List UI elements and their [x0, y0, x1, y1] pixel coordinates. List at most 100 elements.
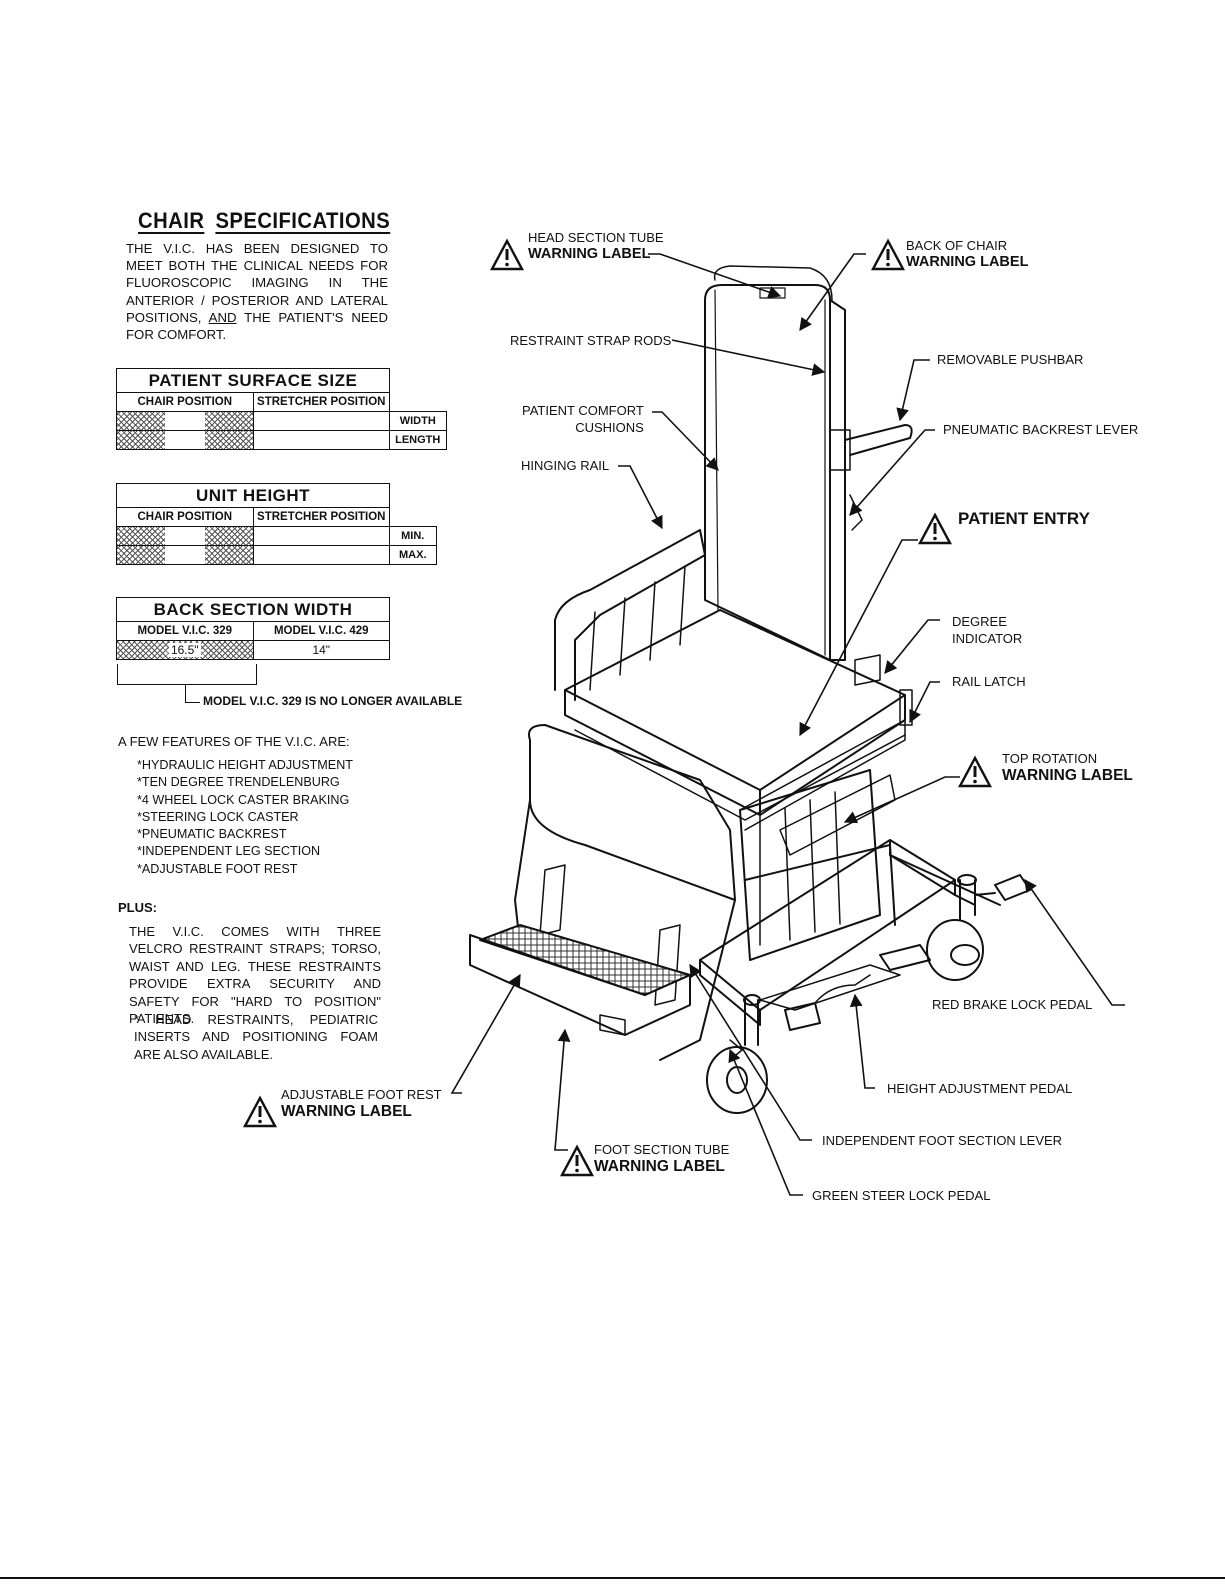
plus-note: * HEAD RESTRAINTS, PEDIATRIC INSERTS AND… [134, 1012, 378, 1062]
warning-icons [242, 238, 993, 1177]
surface-stretcher-length-cell [252, 430, 390, 450]
callout-text: HEAD SECTION TUBE [528, 230, 664, 245]
callout-adjustable-foot-rest: ADJUSTABLE FOOT REST WARNING LABEL [281, 1086, 442, 1120]
callout-patient-comfort-cushions: PATIENT COMFORT CUSHIONS [522, 402, 644, 436]
feature-item: *PNEUMATIC BACKREST [137, 827, 287, 842]
plus-heading: PLUS: [118, 900, 157, 915]
callout-rail-latch: RAIL LATCH [952, 674, 1026, 689]
backrest-cushion [704, 284, 831, 661]
callout-text: CUSHIONS [575, 420, 644, 435]
callout-independent-foot-section-lever: INDEPENDENT FOOT SECTION LEVER [822, 1133, 1063, 1148]
base-frame [699, 839, 956, 1011]
brake-pedal [879, 944, 931, 971]
leader-head-tube [648, 253, 782, 299]
callout-text: INDICATOR [952, 631, 1023, 646]
bottom-rule [0, 1577, 1225, 1579]
leader-foot-rest [450, 973, 521, 1094]
col-model-329: MODEL V.I.C. 329 [116, 621, 254, 641]
leader-top-rotation [843, 776, 960, 824]
leader-height-pedal [849, 993, 875, 1089]
callout-removable-pushbar: REMOVABLE PUSHBAR [937, 352, 1084, 367]
intro-text-1: THE V.I.C. HAS BEEN DESIGNED TO MEET BOT… [126, 241, 388, 325]
back-width-title: BACK SECTION WIDTH [116, 597, 390, 622]
callout-text: ADJUSTABLE FOOT REST [281, 1087, 442, 1102]
removable-pushbar [844, 424, 913, 456]
feature-item: *TEN DEGREE TRENDELENBURG [137, 775, 340, 790]
brake-bar [759, 964, 901, 1011]
warning-icon [870, 238, 906, 271]
back-section-width-table: BACK SECTION WIDTH MODEL V.I.C. 329 MODE… [116, 597, 390, 660]
rear-caster [926, 919, 984, 981]
leader-patient-entry [799, 539, 918, 737]
height-pedal [784, 1002, 821, 1031]
model-429-width-value: 14" [252, 640, 390, 660]
surface-chair-length-cell [116, 430, 254, 450]
callout-head-section-tube: HEAD SECTION TUBE WARNING LABEL [528, 229, 664, 263]
front-caster [706, 1046, 768, 1114]
callout-pneumatic-backrest-lever: PNEUMATIC BACKREST LEVER [943, 422, 1139, 437]
warning-label-text: WARNING LABEL [281, 1103, 412, 1120]
intro-paragraph: THE V.I.C. HAS BEEN DESIGNED TO MEET BOT… [126, 240, 388, 343]
chair-specifications-title: CHAIR SPECIFICATIONS [138, 208, 401, 234]
leader-red-brake [1024, 878, 1125, 1006]
col-stretcher-position: STRETCHER POSITION [252, 392, 390, 412]
callout-restraint-strap-rods: RESTRAINT STRAP RODS [510, 333, 672, 348]
warning-icon [242, 1095, 278, 1128]
feature-item: *INDEPENDENT LEG SECTION [137, 844, 321, 859]
feature-item: *4 WHEEL LOCK CASTER BRAKING [137, 792, 350, 807]
chair-outline [469, 265, 1031, 1114]
callout-text: TOP ROTATION [1002, 751, 1098, 766]
features-list: *HYDRAULIC HEIGHT ADJUSTMENT *TEN DEGREE… [137, 757, 353, 878]
unit-height-table: UNIT HEIGHT CHAIR POSITION STRETCHER POS… [116, 483, 437, 565]
seat-cushion [564, 609, 906, 791]
hinging-rail [554, 529, 706, 701]
model-availability-note: MODEL V.I.C. 329 IS NO LONGER AVAILABLE [203, 694, 463, 708]
callout-text: BACK OF CHAIR [906, 238, 1008, 253]
leader-rail-latch [909, 681, 940, 724]
warning-icon [489, 238, 525, 271]
patient-surface-size-table: PATIENT SURFACE SIZE CHAIR POSITION STRE… [116, 368, 447, 450]
plus-paragraph: THE V.I.C. COMES WITH THREE VELCRO RESTR… [129, 924, 381, 1027]
warning-icon [917, 512, 953, 545]
callout-height-adjustment-pedal: HEIGHT ADJUSTMENT PEDAL [887, 1081, 1073, 1096]
callout-red-brake-lock-pedal: RED BRAKE LOCK PEDAL [932, 997, 1093, 1012]
callout-hinging-rail: HINGING RAIL [521, 458, 610, 473]
warning-icon [957, 755, 993, 788]
height-chair-min-cell [116, 526, 254, 546]
features-heading: A FEW FEATURES OF THE V.I.C. ARE: [118, 734, 350, 749]
leader-restraint-rods [671, 339, 826, 376]
leader-back-of-chair [799, 253, 866, 332]
rear-pedal [994, 874, 1031, 901]
callout-text: FOOT SECTION TUBE [594, 1142, 730, 1157]
callout-foot-section-tube: FOOT SECTION TUBE WARNING LABEL [594, 1141, 729, 1175]
title-word-chair: CHAIR [138, 208, 205, 233]
feature-item: *STEERING LOCK CASTER [137, 809, 299, 824]
height-chair-max-cell [116, 545, 254, 565]
row-length-label: LENGTH [389, 430, 447, 450]
surface-chair-width-cell [116, 411, 254, 431]
height-stretcher-max-cell [252, 545, 390, 565]
warning-label-text: WARNING LABEL [594, 1158, 725, 1175]
leader-cushions [652, 411, 719, 471]
leader-pushbar [896, 359, 930, 422]
model-329-width-value: 16.5" [168, 643, 201, 657]
warning-label-text: WARNING LABEL [528, 246, 651, 262]
callout-text: PATIENT COMFORT [522, 403, 644, 418]
feature-item: *HYDRAULIC HEIGHT ADJUSTMENT [137, 758, 353, 772]
leg-section-cushion [528, 724, 736, 901]
warning-icon [559, 1144, 595, 1177]
callout-green-steer-lock-pedal: GREEN STEER LOCK PEDAL [812, 1188, 991, 1203]
title-word-specifications: SPECIFICATIONS [215, 208, 391, 233]
leader-foot-tube [554, 1028, 571, 1151]
col-chair-position: CHAIR POSITION [116, 507, 254, 527]
intro-and: AND [208, 309, 237, 325]
leader-degree-indicator [884, 619, 940, 674]
callout-top-rotation: TOP ROTATION WARNING LABEL [1002, 750, 1133, 784]
col-stretcher-position: STRETCHER POSITION [252, 507, 390, 527]
leader-hinging-rail [618, 465, 663, 530]
intro-text-2: THE PATIENT'S NEED FOR COMFORT. [126, 309, 388, 343]
row-max-label: MAX. [389, 545, 437, 565]
leader-lines [450, 253, 1125, 1196]
callout-degree-indicator: DEGREE INDICATOR [952, 613, 1022, 647]
